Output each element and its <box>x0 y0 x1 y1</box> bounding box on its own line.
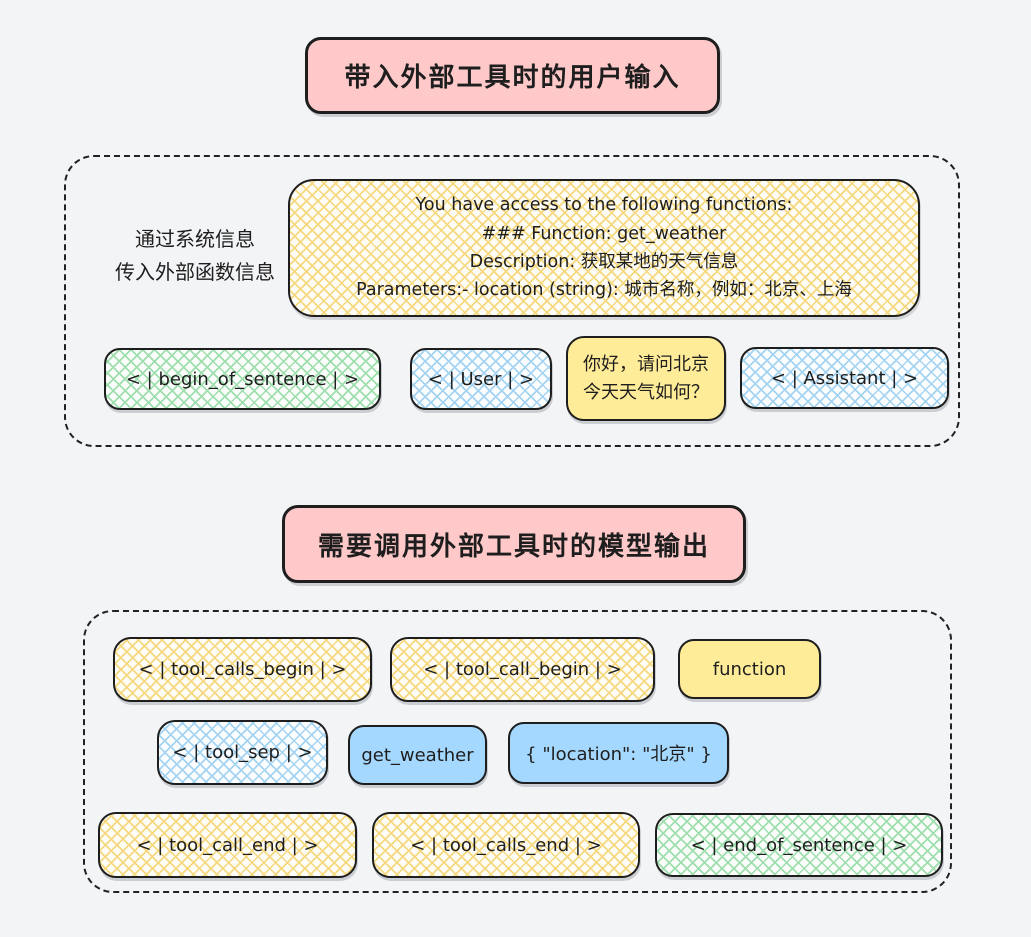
token-tool-calls-end: < | tool_calls_end | > <box>372 812 640 878</box>
side-label-line2: 传入外部函数信息 <box>115 260 275 284</box>
token-begin-of-sentence: < | begin_of_sentence | > <box>104 348 381 410</box>
token-function-name: get_weather <box>348 725 487 785</box>
token-tool-call-begin-text: < | tool_call_begin | > <box>423 659 622 680</box>
token-tool-calls-begin: < | tool_calls_begin | > <box>113 637 372 702</box>
user-query-box: 你好，请问北京 今天天气如何？ <box>566 336 726 421</box>
token-end-of-sentence-text: < | end_of_sentence | > <box>690 834 908 856</box>
side-label-line1: 通过系统信息 <box>135 227 255 251</box>
system-message-line2: ### Function: get_weather <box>481 223 727 244</box>
output-section-title: 需要调用外部工具时的模型输出 <box>282 505 746 583</box>
system-message-line4: Parameters:- location (string): 城市名称，例如：… <box>356 280 852 301</box>
token-begin-of-sentence-text: < | begin_of_sentence | > <box>125 368 360 390</box>
token-tool-call-begin: < | tool_call_begin | > <box>390 637 655 702</box>
system-message-line1: You have access to the following functio… <box>415 195 793 216</box>
token-function-type: function <box>678 639 821 699</box>
system-message-line3: Description: 获取某地的天气信息 <box>469 252 739 272</box>
input-section-title-text: 带入外部工具时的用户输入 <box>344 63 681 93</box>
input-section-title: 带入外部工具时的用户输入 <box>305 37 720 114</box>
token-tool-call-end-text: < | tool_call_end | > <box>136 834 319 856</box>
system-info-side-label: 通过系统信息 传入外部函数信息 <box>85 223 305 289</box>
token-tool-calls-end-text: < | tool_calls_end | > <box>410 834 602 856</box>
system-message-box: You have access to the following functio… <box>288 179 920 317</box>
input-token-frame <box>64 155 960 447</box>
token-function-name-text: get_weather <box>361 744 474 766</box>
token-tool-calls-begin-text: < | tool_calls_begin | > <box>138 659 347 680</box>
token-assistant-text: < | Assistant | > <box>770 367 919 389</box>
token-end-of-sentence: < | end_of_sentence | > <box>655 813 943 877</box>
output-section-title-text: 需要调用外部工具时的模型输出 <box>317 531 710 562</box>
user-query-line1: 你好，请问北京 <box>583 353 709 375</box>
token-user-text: < | User | > <box>427 368 535 390</box>
user-query-line2: 今天天气如何？ <box>583 381 709 403</box>
token-tool-sep-text: < | tool_sep | > <box>172 742 313 763</box>
token-function-args: { "location": "北京" } <box>508 722 729 784</box>
token-user: < | User | > <box>410 348 552 410</box>
output-token-frame <box>83 610 952 893</box>
token-assistant: < | Assistant | > <box>740 347 949 409</box>
token-function-type-text: function <box>712 658 787 680</box>
token-function-args-text: { "location": "北京" } <box>525 744 712 765</box>
token-tool-sep: < | tool_sep | > <box>157 720 328 785</box>
token-tool-call-end: < | tool_call_end | > <box>98 812 357 878</box>
